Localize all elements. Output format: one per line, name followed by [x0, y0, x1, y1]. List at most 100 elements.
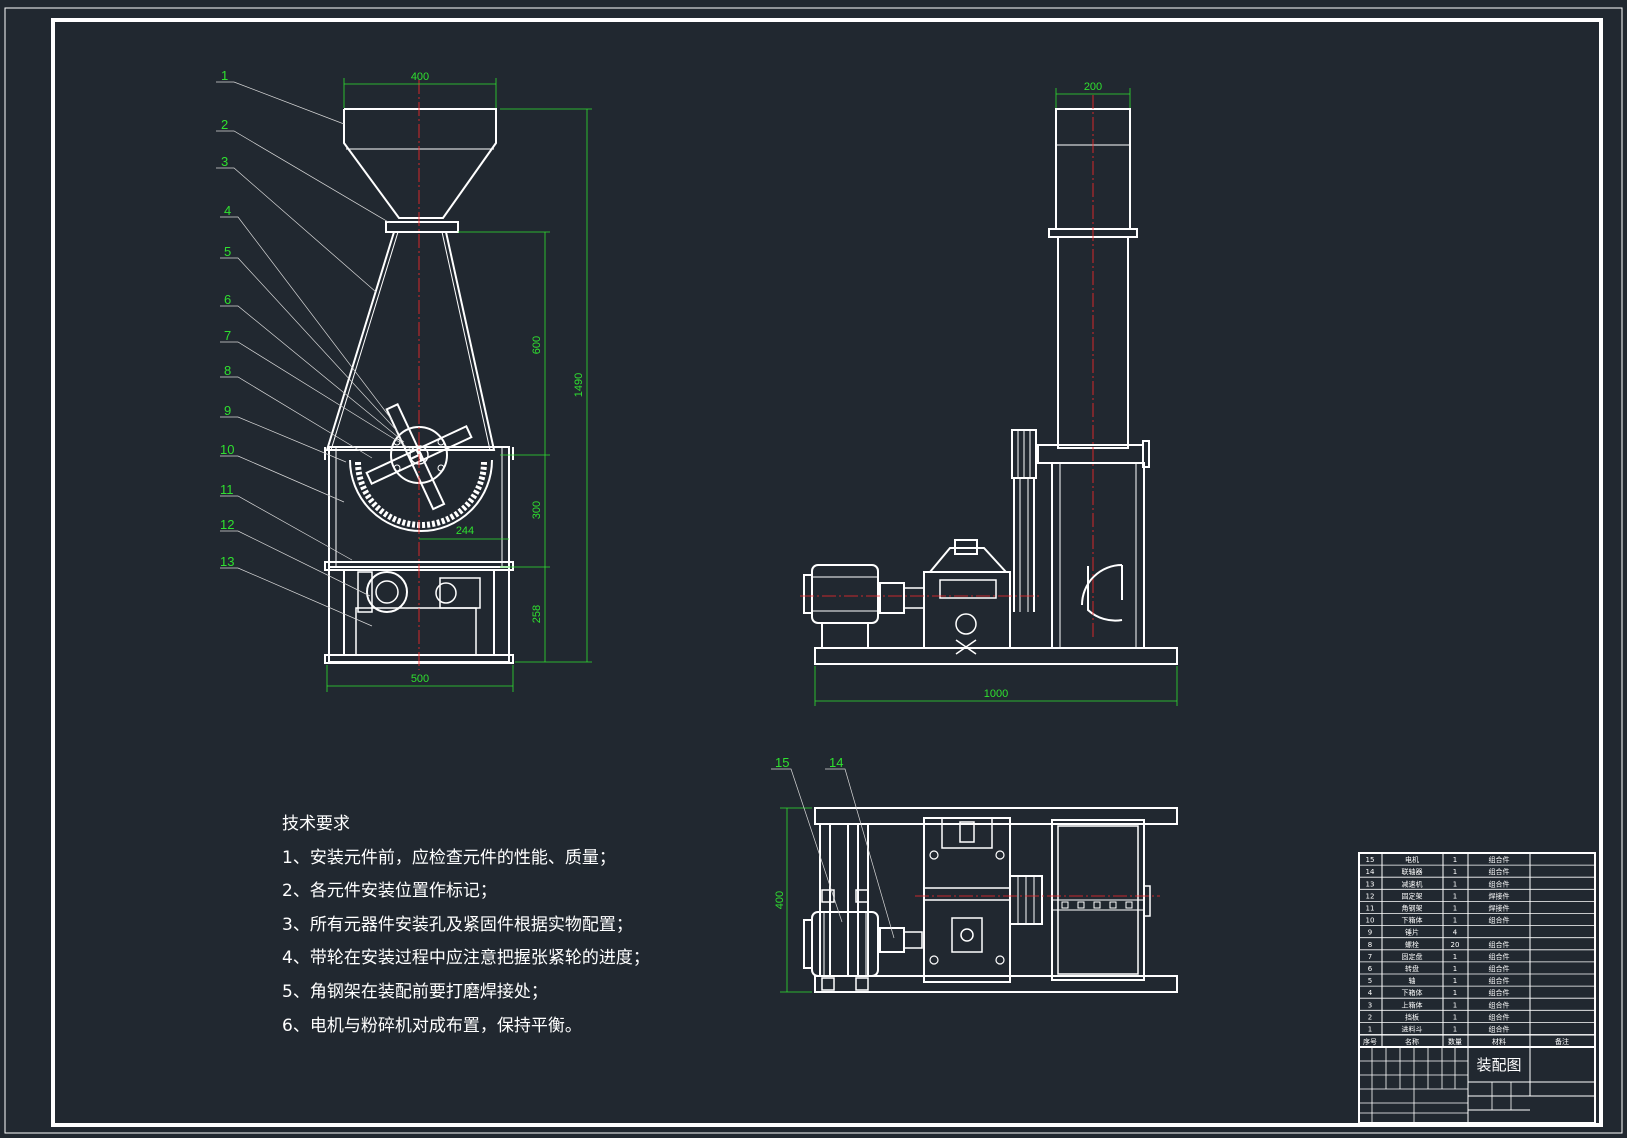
bom-row-15-no: 15: [1366, 856, 1375, 864]
bom-row-12-no: 12: [1366, 892, 1375, 900]
bom-row-5-note: 组合件: [1489, 976, 1510, 985]
bom-row-2-qty: 1: [1453, 1013, 1457, 1021]
baffle-plate: [385, 221, 459, 233]
dim-top-width: 400: [411, 71, 429, 83]
bom-row-7-qty: 1: [1453, 953, 1457, 961]
bom-row-4-name: 下箱体: [1402, 988, 1423, 997]
bom-row-9-no: 9: [1368, 929, 1372, 937]
tech-req-item-2: 2、各元件安装位置作标记；: [282, 881, 497, 901]
inner-frame: [51, 18, 1603, 1127]
bom-row-14-no: 14: [1366, 868, 1375, 876]
bom-row-13-name: 减速机: [1402, 879, 1423, 888]
bom-row-11-no: 11: [1366, 905, 1375, 913]
bom-row-6-qty: 1: [1453, 965, 1457, 973]
bom-header-no: 序号: [1363, 1037, 1377, 1046]
top-view: 400 15 14: [771, 755, 1178, 993]
bom-row-1-note: 组合件: [1489, 1025, 1510, 1034]
bom-row-4-note: 组合件: [1489, 988, 1510, 997]
part-label-5: 5: [224, 244, 231, 259]
dim-chamber-height: 300: [531, 501, 543, 519]
bom-row-5-name: 轴: [1409, 976, 1416, 985]
bom-header-note: 备注: [1555, 1037, 1569, 1046]
bom-row-7-no: 7: [1368, 953, 1372, 961]
coupling-side: [879, 582, 905, 614]
bom-row-13-qty: 1: [1453, 880, 1457, 888]
tech-req-item-6: 6、电机与粉碎机对成布置，保持平衡。: [282, 1016, 582, 1036]
part-label-13: 13: [220, 554, 234, 569]
grinding-chamber: [349, 459, 493, 532]
dim-frame-width: 400: [774, 891, 786, 909]
dim-base-width: 500: [411, 673, 429, 685]
outer-frame: [4, 7, 1623, 1134]
bom-row-7-name: 固定盘: [1402, 952, 1423, 961]
bom-row-10-name: 下箱体: [1402, 916, 1423, 925]
bom-row-3-note: 组合件: [1489, 1000, 1510, 1009]
bom-row-14-note: 组合件: [1489, 867, 1510, 876]
bom-row-10-qty: 1: [1453, 917, 1457, 925]
bom-row-4-qty: 1: [1453, 989, 1457, 997]
part-label-8: 8: [224, 363, 231, 378]
dim-rotor-offset: 244: [456, 525, 474, 537]
bom-row-1-qty: 1: [1453, 1026, 1457, 1034]
dim-overall-height: 1490: [573, 373, 585, 397]
dim-base-height: 258: [531, 605, 543, 623]
base-plate: [814, 647, 1178, 665]
bom-header-qty: 数量: [1448, 1037, 1462, 1046]
part-label-12: 12: [220, 517, 234, 532]
bom-row-8-qty: 20: [1451, 941, 1460, 949]
bom-row-10-note: 组合件: [1489, 916, 1510, 925]
part-label-6: 6: [224, 292, 231, 307]
tech-req-item-1: 1、安装元件前，应检查元件的性能、质量；: [282, 848, 616, 868]
bom-row-5-no: 5: [1368, 977, 1372, 985]
bom-row-3-qty: 1: [1453, 1001, 1457, 1009]
tech-req-item-5: 5、角钢架在装配前要打磨焊接处；: [282, 982, 548, 1002]
bom-row-7-note: 组合件: [1489, 952, 1510, 961]
bom-row-5-qty: 1: [1453, 977, 1457, 985]
part-label-7: 7: [224, 328, 231, 343]
bom-row-14-name: 联轴器: [1402, 867, 1423, 876]
bom-row-13-note: 组合件: [1489, 879, 1510, 888]
bom-row-8-note: 组合件: [1489, 940, 1510, 949]
upper-casing: [325, 231, 496, 451]
dim-base-length: 1000: [984, 688, 1008, 700]
bom-row-4-no: 4: [1368, 989, 1373, 997]
top-frame-upper: [814, 807, 1178, 825]
bom-row-6-name: 转盘: [1405, 964, 1419, 973]
discharge-outlet: [1081, 564, 1123, 622]
lower-casing-side: [1051, 462, 1145, 649]
feed-hopper: [343, 108, 497, 219]
bom-row-11-qty: 1: [1453, 905, 1457, 913]
bom-row-3-no: 3: [1368, 1001, 1372, 1009]
reducer-side: [923, 571, 1011, 649]
part-label-2: 2: [221, 117, 228, 132]
bom-row-15-qty: 1: [1453, 856, 1457, 864]
part-label-15: 15: [775, 755, 789, 770]
bom-row-8-no: 8: [1368, 941, 1372, 949]
bom-row-9-qty: 4: [1453, 929, 1458, 937]
bom-row-2-name: 挡板: [1405, 1012, 1419, 1021]
tech-req-item-3: 3、所有元器件安装孔及紧固件根据实物配置；: [282, 915, 633, 935]
bom-row-13-no: 13: [1366, 880, 1375, 888]
dim-hopper-height: 600: [531, 336, 543, 354]
bom-row-12-name: 固定架: [1402, 891, 1423, 900]
motor-side: [811, 564, 879, 624]
bom-row-8-name: 螺栓: [1405, 940, 1419, 949]
part-label-11: 11: [220, 482, 234, 497]
bom-row-2-no: 2: [1368, 1013, 1372, 1021]
top-frame-lower: [814, 975, 1178, 993]
bom-row-1-no: 1: [1368, 1026, 1372, 1034]
bom-row-3-name: 上箱体: [1402, 1000, 1423, 1009]
bom-row-12-note: 焊接件: [1489, 891, 1510, 900]
front-view: 400 600 1490 300 244 258 500 1 2 3 4: [216, 68, 592, 692]
bom-row-11-note: 焊接件: [1489, 904, 1510, 913]
title-block-title: 装配图: [1476, 1056, 1521, 1074]
bom-header-name: 名称: [1405, 1037, 1419, 1046]
tech-req-title: 技术要求: [282, 814, 350, 834]
reducer-housing: [355, 607, 477, 656]
part-label-3: 3: [221, 154, 228, 169]
bom-row-14-qty: 1: [1453, 868, 1457, 876]
bom-row-11-name: 角钢架: [1402, 904, 1423, 913]
bom-row-6-no: 6: [1368, 965, 1373, 973]
tech-req-item-4: 4、带轮在安装过程中应注意把握张紧轮的进度；: [282, 948, 650, 968]
